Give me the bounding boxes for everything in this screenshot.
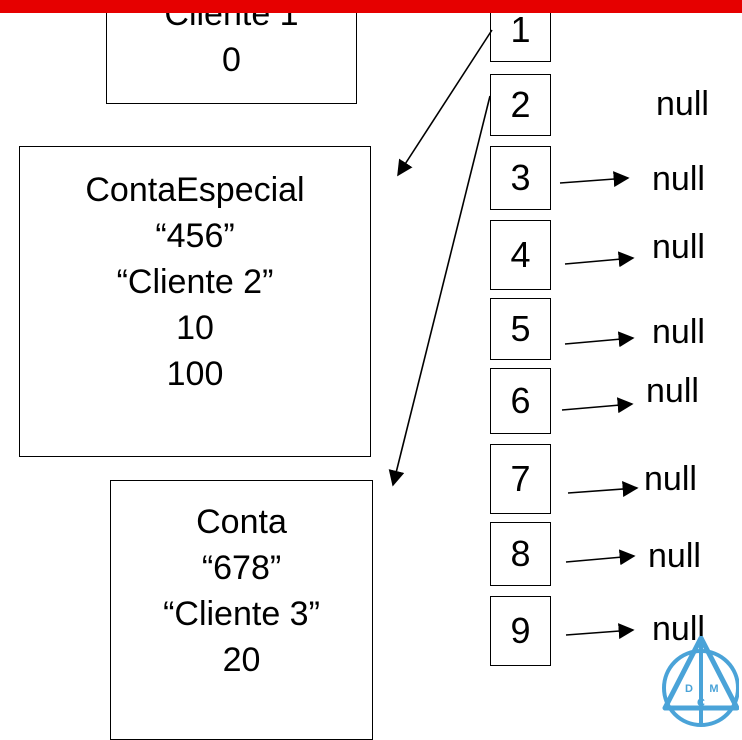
null-label-8: null [648, 537, 701, 575]
object-line: 20 [222, 641, 261, 679]
cell-index: 4 [510, 234, 531, 275]
null-label-2: null [656, 85, 709, 123]
null-label-4: null [652, 228, 705, 266]
object-line: “456” [155, 217, 235, 255]
cell-index: 2 [510, 84, 531, 125]
object-line: 0 [222, 41, 241, 79]
cell-index: 5 [510, 308, 531, 349]
object-box-cliente-1: Cliente 1 0 [106, 0, 357, 104]
null-arrow-3 [559, 171, 630, 188]
object-line: 10 [176, 309, 214, 347]
array-cell-4: 4 [490, 220, 551, 290]
null-label-9: null [652, 610, 705, 648]
logo-letter: M [709, 683, 718, 695]
dmc-logo-icon: D M C [662, 636, 739, 727]
object-line: 100 [166, 355, 224, 393]
null-arrow-6 [561, 397, 634, 414]
null-arrow-5 [564, 331, 635, 348]
array-cell-6: 6 [490, 368, 551, 434]
null-label-5: null [652, 313, 705, 351]
object-class-name: ContaEspecial [85, 171, 305, 209]
reference-arrow-slot1 [397, 29, 493, 177]
array-cell-8: 8 [490, 522, 551, 586]
array-cell-9: 9 [490, 596, 551, 666]
cell-index: 1 [510, 9, 531, 50]
cell-index: 7 [510, 458, 531, 499]
cell-index: 6 [510, 380, 531, 421]
null-arrow-9 [565, 623, 635, 640]
object-line: “Cliente 2” [116, 263, 274, 301]
object-line: “Cliente 3” [163, 595, 320, 633]
object-class-name: Conta [196, 503, 287, 541]
object-box-conta: Conta “678” “Cliente 3” 20 [110, 480, 373, 740]
null-arrow-8 [565, 549, 636, 566]
null-arrow-7 [567, 481, 639, 498]
reference-arrow-slot2 [388, 95, 491, 487]
null-label-7: null [644, 460, 697, 498]
array-cell-5: 5 [490, 298, 551, 360]
cell-index: 3 [510, 157, 531, 198]
array-cell-2: 2 [490, 74, 551, 136]
top-red-bar [0, 0, 742, 13]
null-label-6: null [646, 372, 699, 410]
logo-letter: C [697, 697, 705, 709]
object-line: “678” [201, 549, 282, 587]
logo-letter: D [685, 683, 693, 695]
null-label-3: null [652, 160, 705, 198]
cell-index: 9 [510, 610, 531, 651]
cell-index: 8 [510, 533, 531, 574]
null-arrow-4 [564, 251, 635, 268]
array-cell-7: 7 [490, 444, 551, 514]
array-cell-3: 3 [490, 146, 551, 210]
object-box-conta-especial: ContaEspecial “456” “Cliente 2” 10 100 [19, 146, 371, 457]
